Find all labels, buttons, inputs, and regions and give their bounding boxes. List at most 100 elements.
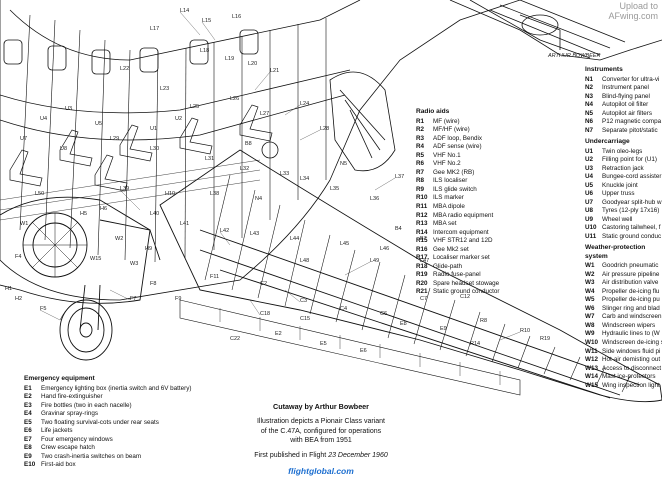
credits-line2: of the C.47A, configured for operations [260,427,382,435]
callout-label: L30 [150,146,159,152]
key-desc: VHF No.2 [433,160,461,168]
key-desc: Goodrich pneumatic [602,262,659,270]
key-code: N1 [585,75,594,83]
key-desc: MBA radio equipment [433,211,494,219]
callout-label: B7 [420,236,427,242]
callout-label: L35 [330,186,339,192]
callout-label: L17 [150,26,159,32]
key-desc: Wheel well [602,215,633,223]
key-code: W3 [585,279,595,287]
callout-label: W3 [130,261,138,267]
credits-block: Cutaway by Arthur Bowbeer Illustration d… [236,402,406,476]
watermark-line1: Upload to [619,1,658,11]
key-code: E4 [24,410,32,418]
key-code: R1 [416,117,425,125]
engine-nacelle [0,196,161,304]
key-code: R2 [416,126,425,134]
callout-label: N5 [340,161,347,167]
key-code: E6 [24,427,32,435]
key-code: W9 [585,330,595,338]
callout-label: H5 [80,211,87,217]
key-desc: MF (wire) [433,117,460,125]
key-desc: Autopilot oil filter [602,101,649,109]
fuselage-structure [0,0,521,301]
key-row: W9 Hydraulic lines to (W [585,330,662,339]
key-code: R15 [416,237,428,245]
key-code: E7 [24,435,32,443]
key-desc: Hydraulic lines to (W [602,330,660,338]
key-code: E8 [24,444,32,452]
callout-label: L34 [300,176,309,182]
key-code: E1 [24,384,32,392]
key-code: R5 [416,151,425,159]
key-code: W2 [585,270,595,278]
credits-title: Cutaway by Arthur Bowbeer [273,402,369,411]
callout-label: C15 [300,316,310,322]
key-desc: Retraction jack [602,164,644,172]
callout-label: L16 [232,14,241,20]
callout-label: B8 [245,141,252,147]
key-code: R10 [416,194,428,202]
key-code: N6 [585,118,594,126]
key-desc: Radio fuse-panel [433,271,481,279]
key-code: U7 [585,198,594,206]
callout-labels: L14L15L16L17L18L19L20L21L22L23L24L25L26L… [5,8,550,354]
key-desc: MBA dipole [433,203,465,211]
callout-label: H2 [15,296,22,302]
key-desc: Upper truss [602,190,635,198]
callout-label: U2 [175,116,182,122]
key-code: W6 [585,304,595,312]
callout-label: L43 [250,231,259,237]
key-code: U10 [585,224,597,232]
radio-aids-title: Radio aids [416,108,450,115]
callout-label: L39 [120,186,129,192]
callout-label: E6 [360,348,367,354]
key-desc: Slinger ring and blad [602,304,660,312]
key-desc: Localiser marker set [433,254,490,262]
key-desc: MBA set [433,220,457,228]
callout-label: C3 [300,298,307,304]
key-code: W5 [585,296,595,304]
emergency-title: Emergency equipment [24,375,95,382]
callout-label: L21 [270,68,279,74]
callout-label: H6 [100,206,107,212]
key-code: R8 [416,177,425,185]
key-desc: Crew escape hatch [41,444,95,452]
callout-label: L31 [205,156,214,162]
callout-label: U1 [150,126,157,132]
key-code: W4 [585,287,595,295]
callout-label: L49 [370,258,379,264]
key-desc: Propeller de-icing flu [602,287,660,295]
callout-label: U7 [20,136,27,142]
callout-label: F7 [130,296,136,302]
site-link[interactable]: flightglobal.com [288,465,354,476]
callout-label: W2 [115,236,123,242]
key-code: W15 [585,381,598,389]
key-code: N3 [585,92,594,100]
key-desc: Gravinar spray-rings [41,410,99,418]
callout-label: F8 [150,281,156,287]
